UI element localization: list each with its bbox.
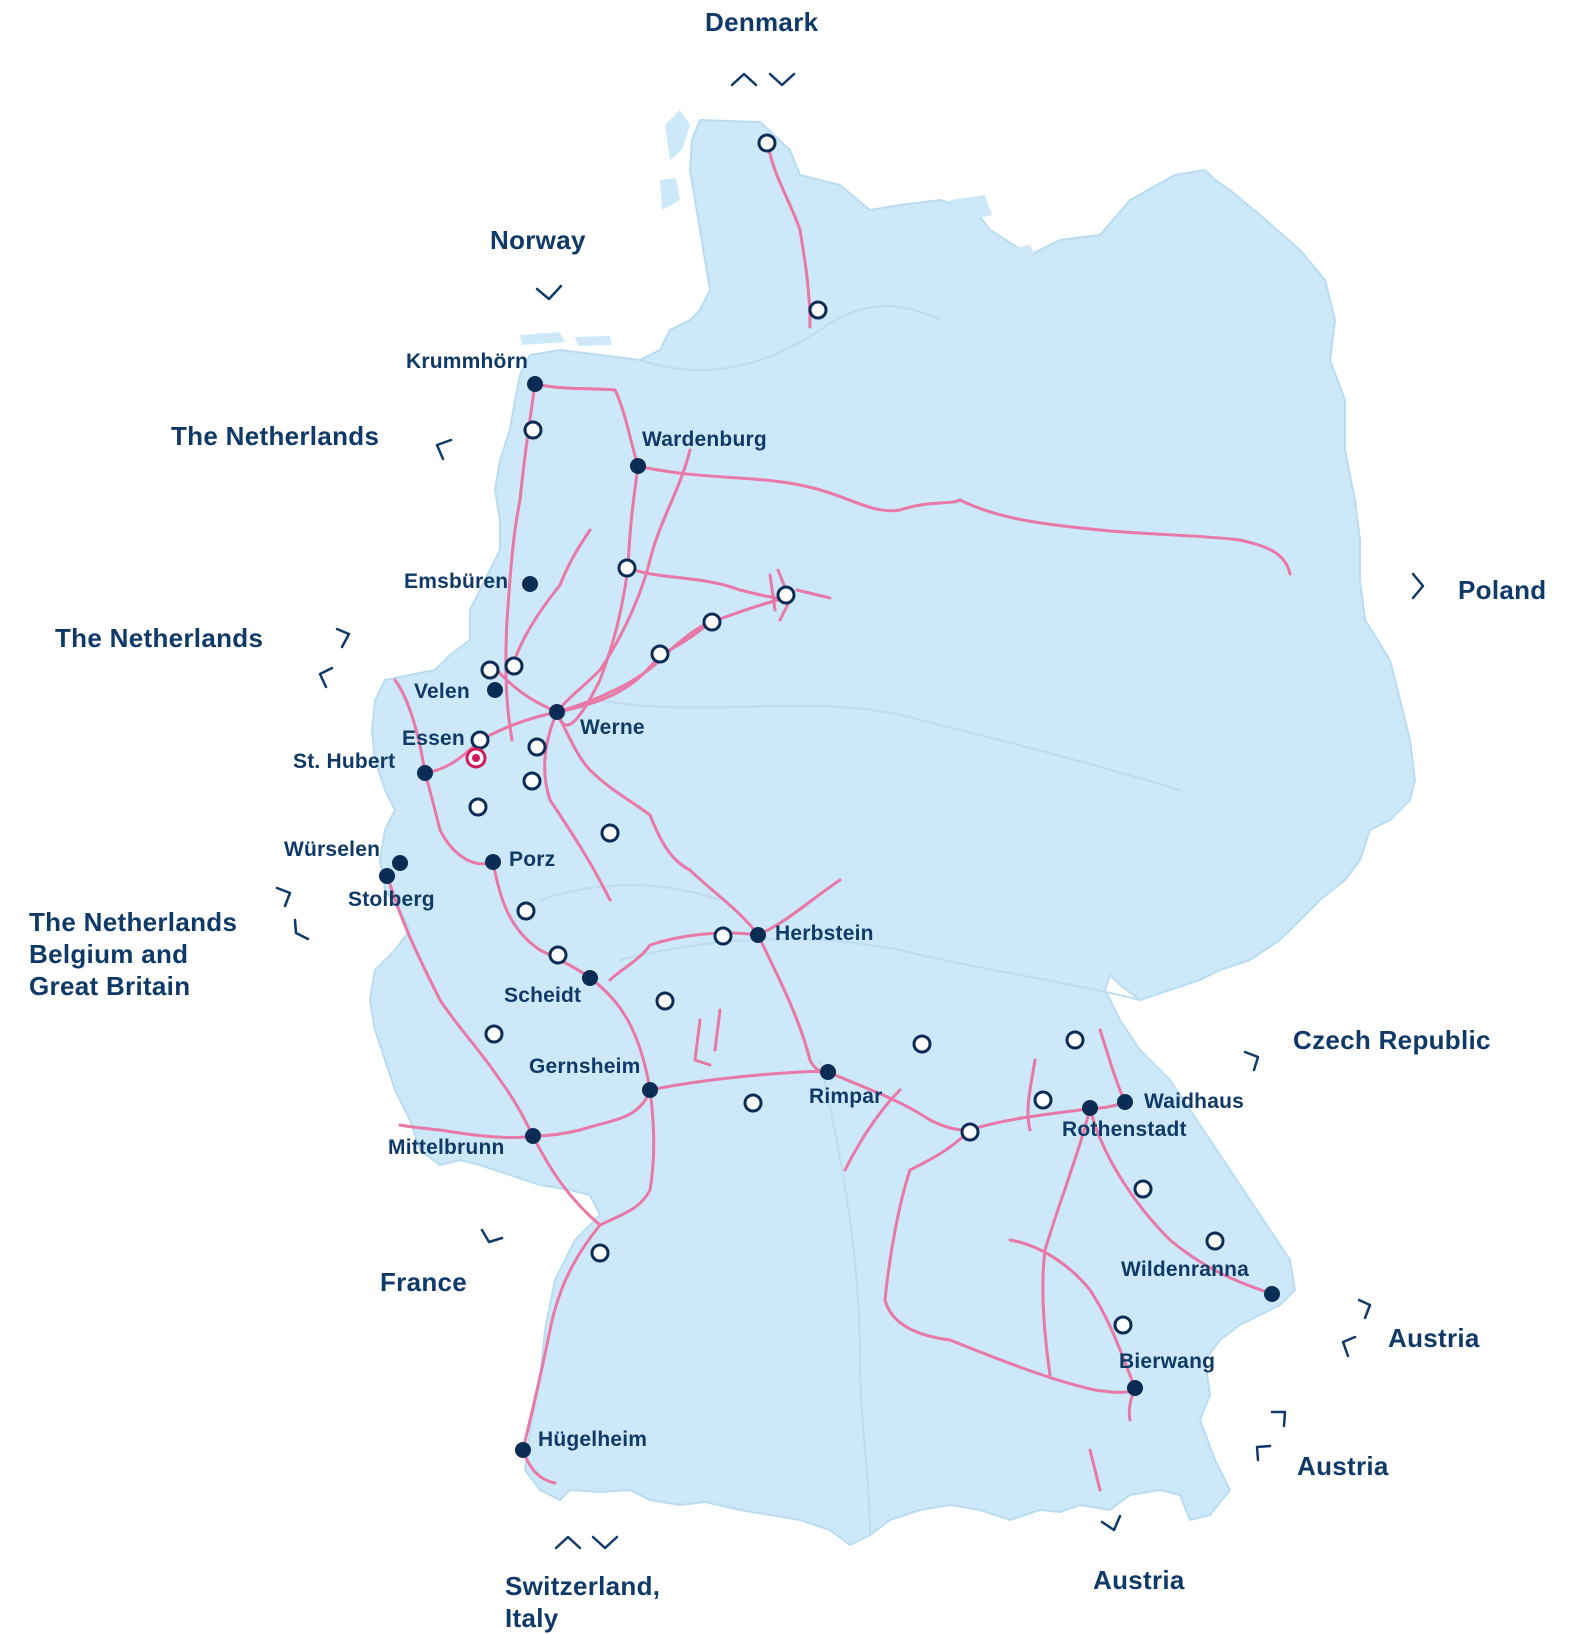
island [950,195,992,222]
hollow-station-circle [468,133,1225,1335]
pipeline [968,1100,1127,1132]
place-label-scheidt: Scheidt [504,984,582,1007]
germany-land [368,110,1417,1547]
pipeline [543,710,612,902]
pipeline [531,1134,602,1227]
highlighted-station-marker [465,747,487,769]
pipeline [556,448,692,714]
pipeline [1088,1106,1272,1295]
island [1005,245,1040,275]
island [575,336,612,346]
chevron-right-icon [1357,1298,1372,1320]
country-label-norway: Norway [490,225,586,255]
country-label-austria: Austria [1297,1451,1389,1481]
chevron-left-icon [480,1228,504,1244]
border-crossing-chevron [275,72,1425,1550]
place-label-mittelbrunn: Mittelbrunn [388,1136,505,1159]
pipeline [598,1088,656,1227]
pipeline [491,860,592,980]
pipeline [588,976,652,1092]
pipeline [398,1123,535,1139]
state-borders [539,305,1181,1536]
pipeline [1041,1106,1092,1377]
place-label-werne: Werne [580,716,645,739]
pipeline [423,771,495,866]
place-label-rothenstadt: Rothenstadt [1062,1118,1187,1141]
chevron-left-icon [435,438,453,461]
chevron-right-icon [1411,572,1425,600]
station-markers [379,133,1280,1458]
filled-station-dot [379,376,1280,1458]
place-label-st-hubert: St. Hubert [293,750,396,773]
place-label-essen: Essen [402,727,465,750]
pipeline [693,1008,722,1067]
pipeline [533,382,640,468]
chevron-right-icon [335,627,351,649]
chevron-left-icon [293,918,310,941]
pipeline [555,710,760,937]
place-label-rimpar: Rimpar [809,1085,883,1108]
chevron-down-icon [768,72,796,87]
country-label-austria: Austria [1388,1323,1480,1353]
pipeline [826,1070,972,1132]
pipeline [1008,1238,1137,1422]
place-label-wuerselen: Würselen [284,838,381,861]
place-label-wildenranna: Wildenranna [1121,1258,1250,1281]
chevron-right-icon [275,886,292,908]
place-label-emsbueren: Emsbüren [404,570,509,593]
country-label-denmark: Denmark [705,7,819,37]
pipeline [385,872,535,1138]
pipeline [510,528,592,670]
pipeline [555,464,640,727]
place-label-krummhoern: Krummhörn [406,350,528,373]
pipeline [756,878,842,937]
pipeline [393,678,427,775]
place-label-huegelheim: Hügelheim [538,1428,648,1451]
island [660,178,680,210]
pipeline [1026,1058,1037,1132]
country-label-netherlands: The Netherlands [171,421,380,451]
chevron-left-icon [1341,1335,1357,1358]
place-label-wardenburg: Wardenburg [642,428,767,451]
chevron-down-icon [1100,1514,1122,1532]
pipeline [765,135,812,329]
pipeline [626,566,792,600]
chevron-right-icon [1270,1410,1287,1428]
place-label-stolberg: Stolberg [348,888,435,911]
place-label-bierwang: Bierwang [1119,1350,1216,1373]
country-label-czech-republic: Czech Republic [1293,1025,1491,1055]
country-label-france: France [380,1267,468,1297]
place-label-velen: Velen [414,680,470,703]
pipeline [636,464,1292,576]
place-label-herbstein: Herbstein [775,922,874,945]
chevron-down-icon [535,284,563,301]
chevron-left-icon [1255,1444,1272,1462]
country-label-switzerland-italy: Switzerland, Italy [505,1571,661,1633]
country-label-poland: Poland [1458,575,1547,605]
place-label-waidhaus: Waidhaus [1144,1090,1244,1113]
chevron-left-icon [318,666,334,689]
pipeline [531,1088,652,1138]
germany-outline [368,118,1417,1547]
island [520,332,565,345]
island [665,110,690,160]
country-label-netherlands: The Netherlands [55,623,264,653]
chevron-down-icon [591,1535,619,1550]
chevron-up-icon [554,1535,582,1550]
pipeline [521,1223,602,1485]
country-label-austria: Austria [1093,1565,1185,1595]
pipeline [1088,1448,1102,1492]
chevron-right-icon [1243,1050,1260,1072]
place-label-porz: Porz [509,848,556,871]
pipeline [883,1128,1137,1394]
country-label-netherlands-belgium-great-britain: The Netherlands Belgium and Great Britai… [29,907,238,1001]
pipeline [843,1088,902,1172]
place-label-gernsheim: Gernsheim [529,1055,641,1078]
chevron-up-icon [730,72,758,87]
